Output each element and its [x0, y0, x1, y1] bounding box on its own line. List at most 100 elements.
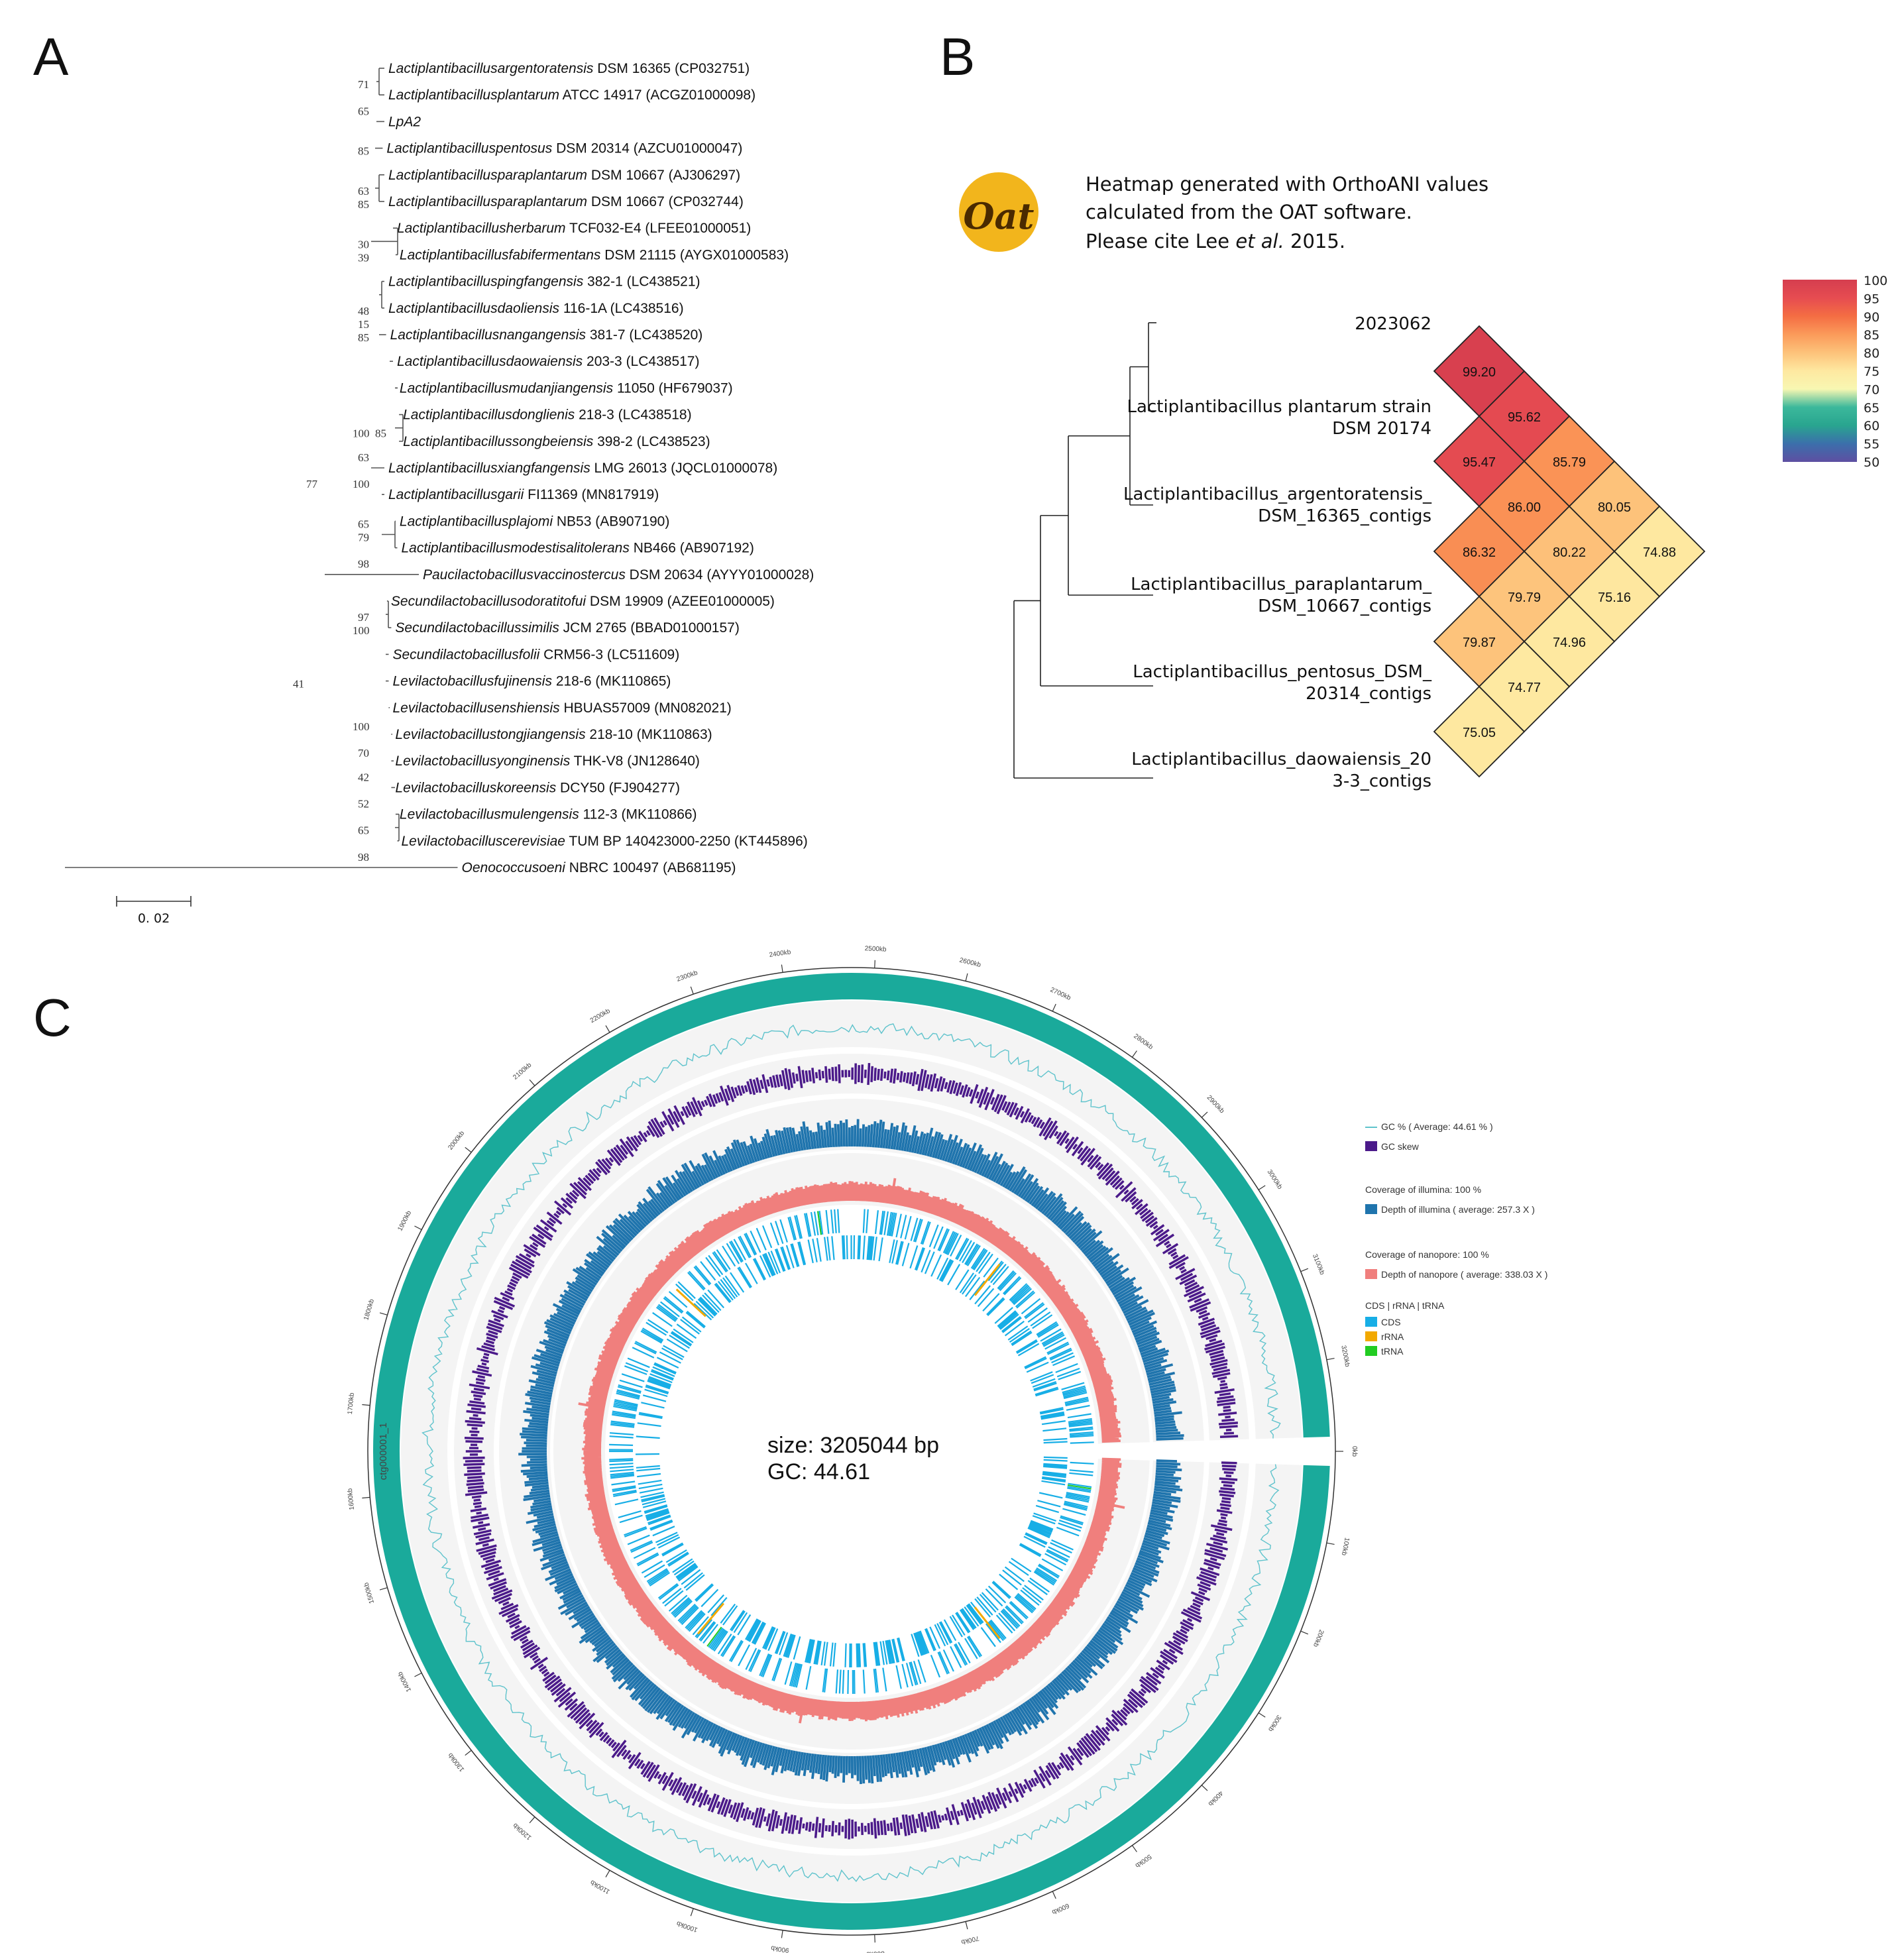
tree-leaf-accession: DSM 20314 (AZCU01000047): [552, 141, 742, 156]
tree-leaf-species: odoratitofui: [517, 594, 587, 609]
heatmap-taxon-label: 3-3_contigs: [1332, 771, 1431, 791]
tree-leaf-accession: DSM 21115 (AYGX01000583): [600, 247, 789, 262]
tree-leaf-species: xiangfangensis: [497, 461, 591, 476]
tree-leaf-accession: NB466 (AB907192): [630, 541, 754, 556]
contig-label: ctg000001_1: [378, 1423, 389, 1480]
heatmap-cell-value: 79.79: [1508, 590, 1541, 605]
tree-leaf-label: Levilactobacillusmulengensis 112-3 (MK11…: [400, 807, 697, 822]
tree-leaf-label: Lactiplantibacillusnangangensis 381-7 (L…: [390, 327, 703, 343]
tree-leaf-species: songbeiensis: [512, 434, 594, 449]
legend-label: Depth of nanopore ( average: 338.03 X ): [1381, 1269, 1547, 1280]
tree-leaf-genus: Secundilactobacillus: [393, 647, 520, 662]
genome-tick: [1300, 1630, 1309, 1635]
tree-leaf-accession: DSM 10667 (CP032744): [587, 194, 744, 209]
tree-leaf-genus: Lactiplantibacillus: [388, 461, 498, 476]
legend-label: Coverage of nanopore: 100 %: [1365, 1249, 1489, 1260]
tree-leaf-label: Lactiplantibacillusargentoratensis DSM 1…: [388, 61, 750, 76]
tree-leaf-label: Lactiplantibacillussongbeiensis 398-2 (L…: [403, 434, 710, 449]
tree-leaf-accession: ATCC 14917 (ACGZ01000098): [559, 87, 756, 103]
bootstrap-value: 65: [358, 105, 369, 117]
genome-tick: [1300, 1268, 1309, 1272]
tree-leaf-label: Oenococcusoeni NBRC 100497 (AB681195): [462, 860, 736, 875]
heatmap-taxon-label: Lactiplantibacillus_daowaiensis_20: [1131, 750, 1431, 769]
heatmap-taxon-label: DSM_10667_contigs: [1258, 596, 1431, 616]
trna-feature: [706, 1626, 722, 1647]
genome-tick-label: 2700kb: [1049, 986, 1072, 1002]
bootstrap-value: 85: [358, 145, 369, 158]
tree-leaf-species: daoliensis: [498, 301, 560, 316]
tree-leaf-label: Lactiplantibacillusherbarum TCF032-E4 (L…: [397, 221, 751, 236]
rrna-feature: [974, 1263, 1001, 1296]
tree-leaf-genus: Lactiplantibacillus: [390, 327, 500, 343]
tree-leaf-accession: DSM 19909 (AZEE01000005): [586, 594, 775, 609]
bootstrap-value: 85: [375, 427, 386, 440]
bootstrap-value: 65: [358, 518, 369, 530]
legend-label: Coverage of illumina: 100 %: [1365, 1184, 1481, 1195]
tree-leaf-species: daowaiensis: [506, 354, 583, 369]
tree-leaf-genus: Levilactobacillus: [402, 834, 503, 849]
genome-tick: [529, 1079, 535, 1086]
genome-tick: [1131, 1050, 1137, 1058]
legend-swatch: [1365, 1204, 1377, 1214]
tree-leaf-genus: Lactiplantibacillus: [388, 194, 498, 209]
tree-leaf-label: Lactiplantibacilluspentosus DSM 20314 (A…: [386, 141, 742, 156]
tree-leaf-accession: NBRC 100497 (AB681195): [565, 860, 736, 875]
tree-leaf-species: mulengensis: [501, 807, 579, 822]
tree-leaf-label: Secundilactobacillusodoratitofui DSM 199…: [391, 594, 775, 609]
tree-leaf-genus: Secundilactobacillus: [395, 620, 522, 636]
genome-tick: [414, 1672, 422, 1677]
tree-leaf-species: argentoratensis: [498, 61, 594, 76]
bootstrap-value: 42: [358, 771, 369, 783]
tree-leaf-label: Levilactobacilluscerevisiae TUM BP 14042…: [402, 834, 808, 849]
legend-swatch: [1365, 1331, 1377, 1341]
tree-leaf-label: Lactiplantibacillusdaoliensis 116-1A (LC…: [388, 301, 684, 316]
rrna-feature: [974, 1606, 1001, 1640]
tree-leaf-species: enshiensis: [494, 700, 560, 716]
bootstrap-value: 100: [353, 478, 370, 490]
genome-tick: [605, 1025, 610, 1033]
tree-leaf-genus: Lactiplantibacillus: [388, 168, 498, 183]
tree-leaf-label: LpA2: [388, 114, 421, 129]
tree-leaf-genus: Lactiplantibacillus: [388, 87, 498, 103]
genome-tick-label: 300kb: [1266, 1714, 1282, 1733]
genome-tick-label: 600kb: [1050, 1901, 1070, 1916]
colorbar-tick-label: 60: [1864, 419, 1879, 433]
tree-leaf-label: Paucilactobacillusvaccinostercus DSM 206…: [423, 567, 814, 583]
genome-tick: [690, 986, 694, 995]
tree-leaf-label: Secundilactobacillusfolii CRM56-3 (LC511…: [393, 647, 680, 662]
tree-leaf-species: similis: [522, 620, 560, 636]
tree-leaf-genus: Lactiplantibacillus: [403, 408, 512, 423]
bootstrap-value: 30: [358, 238, 369, 251]
genome-tick-label: 1100kb: [589, 1878, 612, 1895]
legend-swatch: [1365, 1346, 1377, 1356]
panel-c-label: C: [33, 988, 72, 1047]
genome-tick: [414, 1225, 422, 1231]
tree-leaf-label: Secundilactobacillussimilis JCM 2765 (BB…: [395, 620, 739, 636]
colorbar-tick-label: 70: [1864, 382, 1879, 397]
heatmap-cell-value: 74.96: [1553, 636, 1586, 650]
colorbar-tick-label: 65: [1864, 401, 1879, 416]
tree-leaf-species: pentosus: [495, 141, 553, 156]
colorbar-tick-label: 90: [1864, 310, 1879, 325]
heatmap-taxon-label: DSM 20174: [1332, 419, 1431, 439]
tree-leaf-label: Levilactobacillusfujinensis 218-6 (MK110…: [393, 674, 671, 689]
tree-leaf-species: oeni: [539, 860, 566, 875]
bootstrap-value: 48: [358, 305, 369, 317]
tree-leaf-accession: 398-2 (LC438523): [593, 434, 710, 449]
heatmap-cell-value: 95.62: [1508, 410, 1541, 425]
genome-tick: [1052, 1003, 1056, 1012]
genome-tick-label: 3000kb: [1266, 1168, 1284, 1191]
tree-leaf-accession: JCM 2765 (BBAD01000157): [559, 620, 740, 636]
genome-tick-label: 1900kb: [396, 1209, 413, 1233]
tree-leaf-genus: Levilactobacillus: [393, 674, 494, 689]
legend-swatch: [1365, 1141, 1377, 1151]
tree-leaf-accession: DSM 20634 (AYYY01000028): [626, 567, 814, 583]
oat-note-line-3: Please cite Lee et al. 2015.: [1086, 230, 1345, 252]
tree-leaf-label: Lactiplantibacillusdonglienis 218-3 (LC4…: [403, 408, 691, 423]
trna-feature: [817, 1211, 822, 1235]
bootstrap-value: 100: [353, 427, 370, 440]
genome-tick: [1052, 1891, 1056, 1899]
genome-tick-label: 3200kb: [1339, 1345, 1351, 1368]
panel-a-label: A: [33, 27, 69, 86]
tree-leaf-species: pingfangensis: [497, 274, 584, 290]
